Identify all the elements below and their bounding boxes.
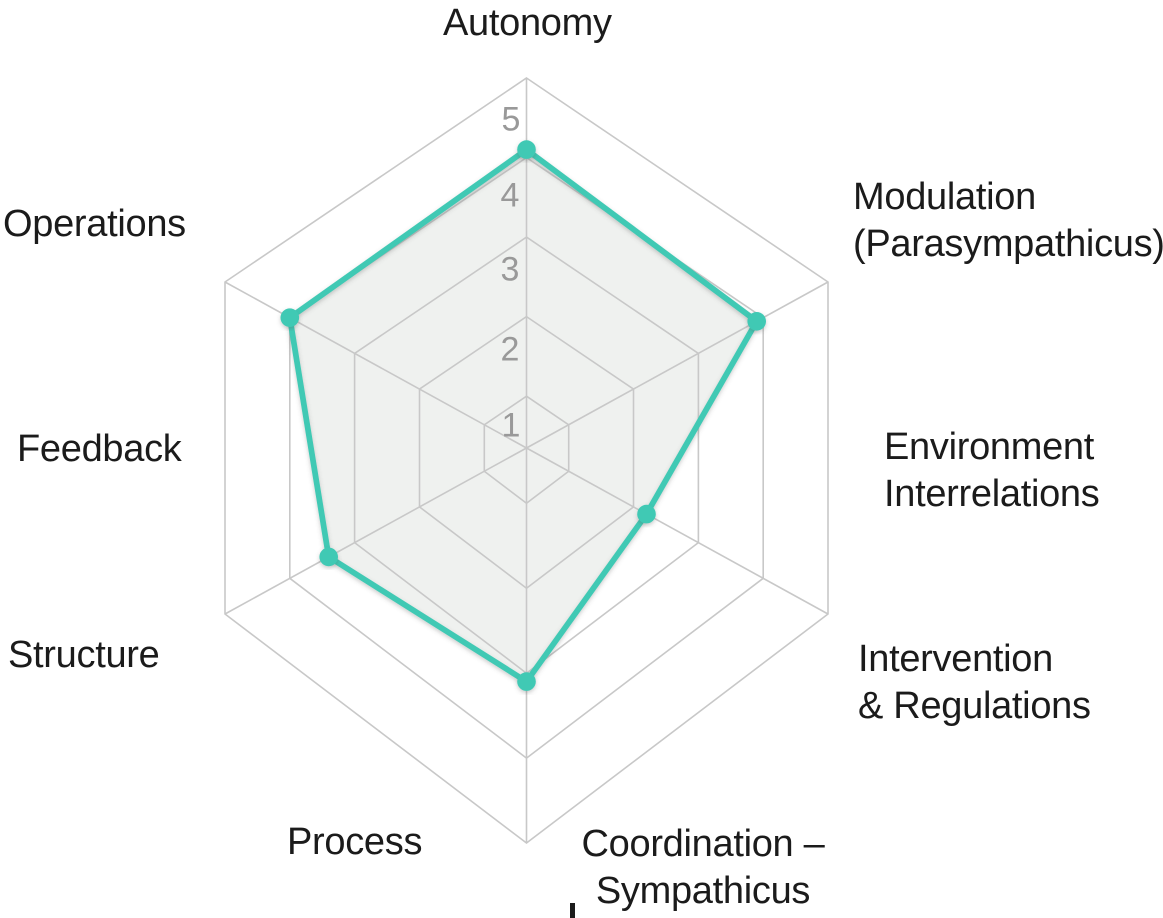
grid-spoke-2 [526, 447, 829, 615]
axis-label-process: Process [287, 821, 423, 863]
data-point-autonomy [517, 140, 536, 159]
tick-label-3: 3 [500, 250, 520, 289]
axis-label-intervention: Intervention & Regulations [858, 638, 1091, 727]
axis-label-coordination: Coordination – Sympathicus [581, 823, 825, 912]
axis-label-autonomy: Autonomy [443, 2, 612, 44]
axis-label-modulation: Modulation (Parasympathicus) [853, 176, 1163, 265]
grid-spoke-5 [224, 281, 527, 449]
data-point-intervention-regulations [637, 504, 656, 524]
tick-label-2: 2 [500, 330, 520, 369]
axis-label-structure: Structure [8, 634, 160, 676]
axis-label-environment: Environment Interrelations [884, 426, 1100, 515]
tick-label-4: 4 [500, 176, 520, 215]
data-point-coordination-sympathicus [517, 672, 536, 691]
axis-label-feedback: Feedback [17, 428, 182, 470]
data-point-modulation-parasympathicus [747, 312, 766, 331]
data-point-structure [319, 547, 339, 567]
data-point-operations [280, 308, 300, 328]
cutoff-text-mark [570, 903, 575, 918]
tick-label-5: 5 [501, 100, 521, 139]
tick-label-1: 1 [501, 406, 521, 445]
grid-spoke-1 [526, 281, 829, 449]
data-polygon-fill [289, 149, 757, 682]
axis-label-operations: Operations [3, 203, 186, 245]
grid-spoke-4 [224, 447, 527, 615]
